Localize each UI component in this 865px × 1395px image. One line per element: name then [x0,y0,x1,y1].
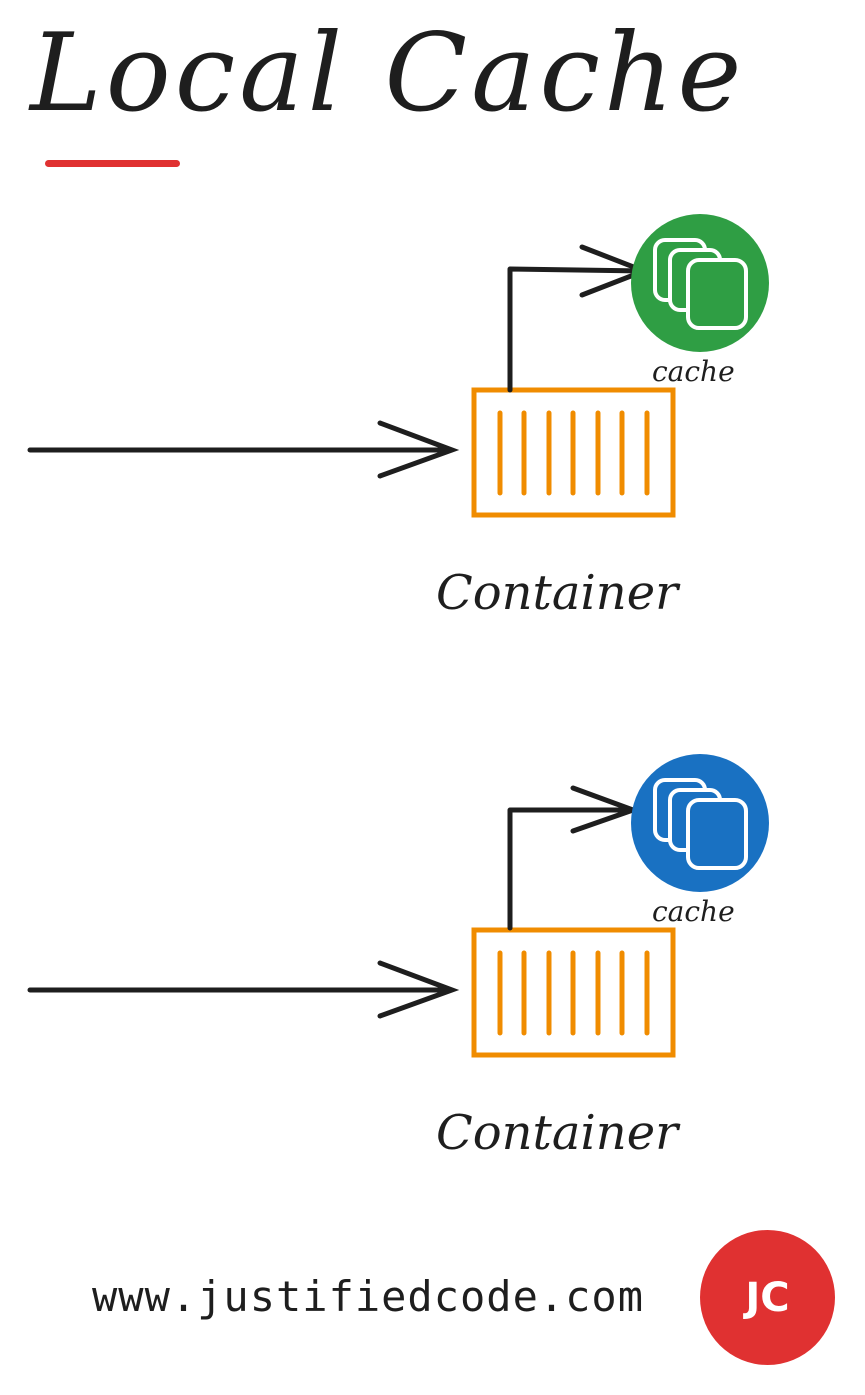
container-label: Container [436,565,681,621]
cache-label: cache [652,355,735,388]
block-2: cache Container [27,754,769,1161]
cache-label: cache [652,895,735,928]
cache-icon [631,754,769,892]
container-label: Container [436,1105,681,1161]
block-1: cache Container [27,214,769,621]
input-arrow [27,420,460,479]
container-bars [497,950,650,1036]
container-bars [497,410,650,496]
cache-arrow [507,244,647,393]
cache-arrow [507,785,636,931]
logo-text: JC [745,1274,790,1321]
title-underline [45,160,180,167]
input-arrow [27,960,460,1019]
page-title: Local Cache [30,11,746,136]
logo: JC [700,1230,835,1365]
cache-icon [631,214,769,352]
footer-url[interactable]: www.justifiedcode.com [92,1272,645,1321]
